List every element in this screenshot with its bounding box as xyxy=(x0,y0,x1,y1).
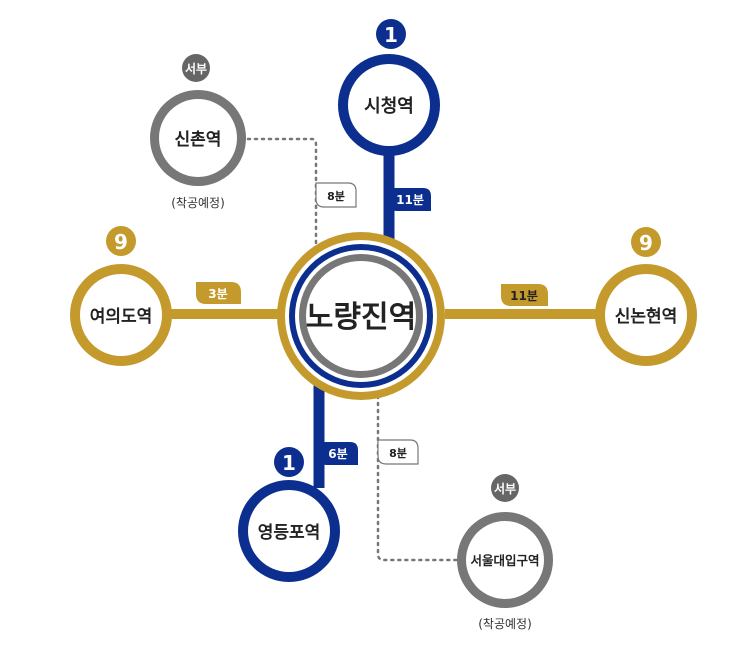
time-label-sinnonhyeon: 11분 xyxy=(510,289,538,303)
station-snu: 서울대입구역 서부 (착공예정) xyxy=(457,474,553,631)
time-label-sinchon: 8분 xyxy=(327,190,345,203)
line9-badge-sinnonhyeon xyxy=(631,227,661,257)
time-tag-yeongdeungpo xyxy=(319,442,358,465)
line-badge-text-sicheong: 1 xyxy=(384,23,398,47)
station-name-yeouido: 여의도역 xyxy=(90,307,153,327)
line-badge-text-sinnonhyeon: 9 xyxy=(639,231,653,255)
time-tag-yeouido xyxy=(196,282,241,304)
station-yeouido: 여의도역 9 xyxy=(70,226,172,366)
station-sinnonhyeon: 신논현역 9 xyxy=(595,227,697,366)
seobu-south-track xyxy=(376,373,460,562)
seobu-north-track xyxy=(246,137,318,247)
time-tag-sinchon xyxy=(315,182,357,208)
station-name-snu: 서울대입구역 xyxy=(470,553,539,568)
note-snu: (착공예정) xyxy=(478,617,532,631)
station-name-sicheong: 시청역 xyxy=(364,96,414,117)
center-station-name: 노량진역 xyxy=(306,300,416,335)
time-tag-snu xyxy=(377,439,419,465)
line-badge-text-sinchon: 서부 xyxy=(185,61,207,76)
time-tag-sinnonhyeon xyxy=(501,284,548,306)
time-label-sicheong: 11분 xyxy=(396,193,424,207)
time-label-yeouido: 3분 xyxy=(208,287,227,301)
station-sinchon: 신촌역 서부 (착공예정) xyxy=(150,54,246,210)
time-label-snu: 8분 xyxy=(389,447,407,460)
station-name-yeongdeungpo: 영등포역 xyxy=(258,523,321,543)
line-badge-text-yeouido: 9 xyxy=(114,230,128,254)
line-badge-text-snu: 서부 xyxy=(494,481,516,496)
line1-badge-yeongdeungpo xyxy=(274,447,304,477)
time-label-yeongdeungpo: 6분 xyxy=(328,447,347,461)
station-sicheong: 시청역 1 xyxy=(338,19,440,156)
note-sinchon: (착공예정) xyxy=(171,196,225,210)
station-name-sinchon: 신촌역 xyxy=(175,130,222,150)
station-yeongdeungpo: 영등포역 1 xyxy=(238,447,340,582)
line-badge-text-yeongdeungpo: 1 xyxy=(282,451,296,475)
center-station-noryangjin: 노량진역 xyxy=(277,232,445,400)
line1-badge-sicheong xyxy=(376,19,406,49)
station-name-sinnonhyeon: 신논현역 xyxy=(615,307,678,327)
time-tag-sicheong xyxy=(389,188,431,211)
seobu-badge-sinchon xyxy=(182,54,210,82)
seobu-badge-snu xyxy=(491,474,519,502)
line9-badge-yeouido xyxy=(106,226,136,256)
